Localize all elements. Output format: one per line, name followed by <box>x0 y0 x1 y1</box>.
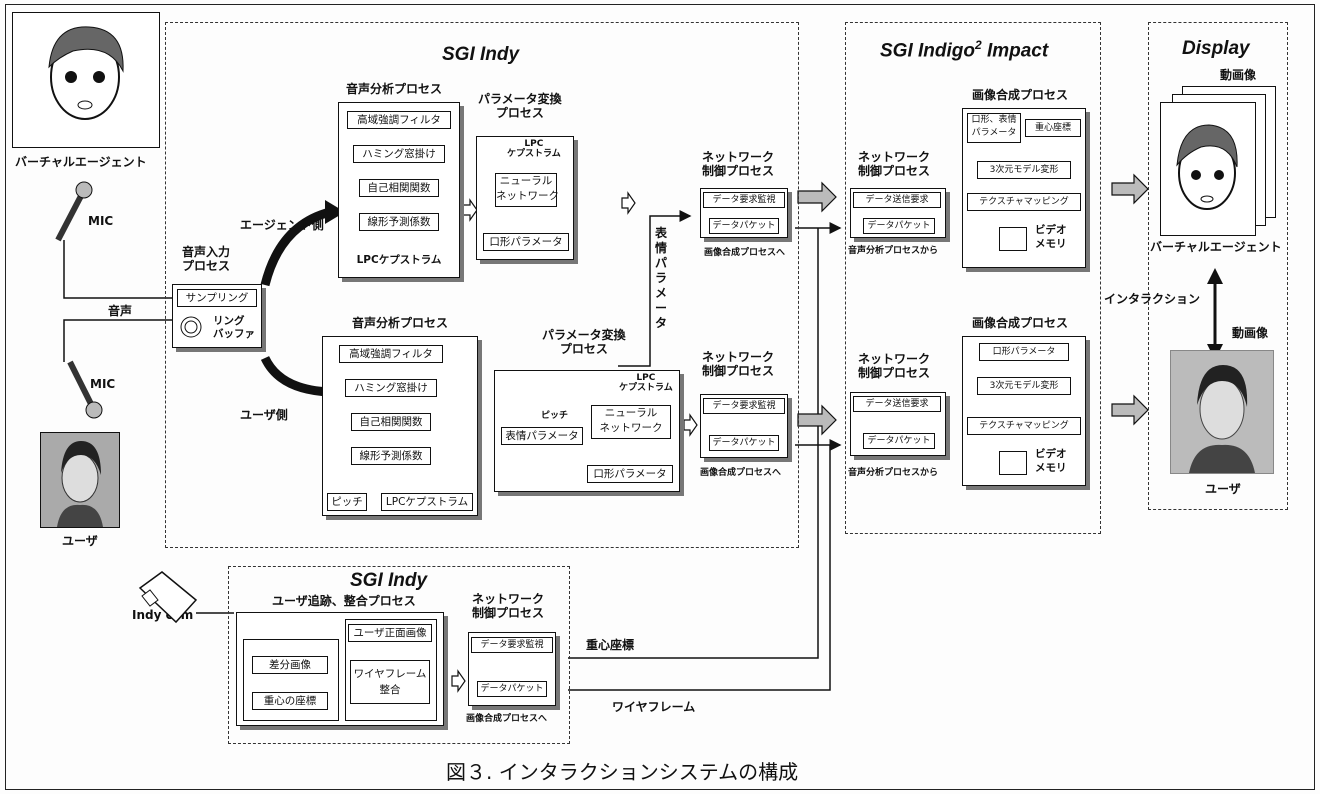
net-ctrl-title-3: ネットワーク 制御プロセス <box>858 150 930 178</box>
front-img-box: ユーザ正面画像 <box>348 624 432 642</box>
param-conv-top-box: LPC ケプストラム ニューラル ネットワーク 口形パラメータ <box>476 136 574 260</box>
user-side-label: ユーザ側 <box>240 408 288 422</box>
net-ctrl-box-3: データ送信要求 データパケット <box>850 188 946 238</box>
model-deform-box-1: 3次元モデル変形 <box>977 161 1071 179</box>
texture-box-1: テクスチャマッピング <box>967 193 1081 211</box>
net-ctrl-title-4: ネットワーク 制御プロセス <box>858 352 930 380</box>
img-synth-box-2: 口形パラメータ 3次元モデル変形 テクスチャマッピング ビデオ メモリ <box>962 336 1086 486</box>
hamming-box-1: ハミング窓掛け <box>353 145 445 163</box>
param-conv-bot-title: パラメータ変換 プロセス <box>542 328 626 356</box>
to-img-label-5: 画像合成プロセスへ <box>466 712 547 726</box>
centroid-line-label: 重心座標 <box>586 638 634 652</box>
texture-box-2: テクスチャマッピング <box>967 417 1081 435</box>
img-synth-box-1: 口形、表情 パラメータ 重心座標 3次元モデル変形 テクスチャマッピング ビデオ… <box>962 108 1086 268</box>
net-ctrl-box-2: データ要求監視 データパケット <box>700 394 788 458</box>
lpc-cep-small-2: LPC ケプストラム <box>619 373 673 393</box>
audio-label: 音声 <box>108 304 132 318</box>
video-label-bottom: 動画像 <box>1232 326 1268 340</box>
lpc-cep-small-1: LPC ケプストラム <box>507 139 561 159</box>
audio-input-box: サンプリング リング バッファ <box>172 284 262 348</box>
mouth-param-box-1: 口形パラメータ <box>483 233 569 251</box>
autocorr-box-1: 自己相関関数 <box>359 179 439 197</box>
net-ctrl-box-5: データ要求監視 データパケット <box>468 632 556 706</box>
hamming-box-2: ハミング窓掛け <box>345 379 437 397</box>
virtual-agent-display-label: バーチャルエージェント <box>1150 240 1282 254</box>
data-req-box-2: データ要求監視 <box>703 398 785 414</box>
speech-analysis-top-box: 高域強調フィルタ ハミング窓掛け 自己相関関数 線形予測係数 LPCケプストラム <box>338 102 460 278</box>
data-send-box-4: データ送信要求 <box>853 396 941 412</box>
from-speech-label-4: 音声分析プロセスから <box>848 466 938 480</box>
net-ctrl-box-1: データ要求監視 データパケット <box>700 188 788 238</box>
data-packet-box-3: データパケット <box>863 218 935 234</box>
mouth-expr-box: 口形、表情 パラメータ <box>967 113 1021 143</box>
mouth-param-box-3: 口形パラメータ <box>979 343 1069 361</box>
hpf-box-2: 高域強調フィルタ <box>339 345 443 363</box>
hpf-box-1: 高域強調フィルタ <box>347 111 451 129</box>
pitch-box: ピッチ <box>327 493 367 511</box>
user-face-display-icon <box>1171 351 1273 473</box>
pitch-small-label: ピッチ <box>541 409 568 423</box>
audio-input-title: 音声入力 プロセス <box>182 245 230 273</box>
front-img-group: ユーザ正面画像 ワイヤフレーム 整合 <box>345 619 437 721</box>
autocorr-box-2: 自己相関関数 <box>351 413 431 431</box>
model-deform-box-2: 3次元モデル変形 <box>977 377 1071 395</box>
tracking-title: ユーザ追跡、整合プロセス <box>272 594 416 608</box>
speech-analysis-bot-title: 音声分析プロセス <box>352 316 448 330</box>
to-img-label-1: 画像合成プロセスへ <box>704 246 785 260</box>
img-synth-title-1: 画像合成プロセス <box>972 88 1068 102</box>
lpc-coef-box-1: 線形予測係数 <box>359 213 439 231</box>
param-conv-bot-box: ピッチ LPC ケプストラム 表情パラメータ ニューラル ネットワーク 口形パラ… <box>494 370 680 492</box>
figure-caption: 図３. インタラクションシステムの構成 <box>446 756 798 785</box>
data-send-box-3: データ送信要求 <box>853 192 941 208</box>
expr-param-vertical: 表 情 パ ラ メ ー タ <box>655 226 667 331</box>
nn-box-1: ニューラル ネットワーク <box>495 173 557 207</box>
nn-box-2: ニューラル ネットワーク <box>591 405 671 439</box>
speech-analysis-top-title: 音声分析プロセス <box>346 82 442 96</box>
wireframe-fit-box: ワイヤフレーム 整合 <box>350 660 430 704</box>
diff-img-group: 差分画像 重心の座標 <box>243 639 339 721</box>
centroid-of-box: 重心の座標 <box>252 692 328 710</box>
net-ctrl-title-2: ネットワーク 制御プロセス <box>702 350 774 378</box>
video-mem-icon-1 <box>999 227 1027 251</box>
interaction-label: インタラクション <box>1104 292 1200 306</box>
agent-side-label: エージェント側 <box>240 218 324 232</box>
data-req-box-1: データ要求監視 <box>703 192 785 208</box>
wireframe-line-label: ワイヤフレーム <box>612 700 695 714</box>
centroid-coord-box: 重心座標 <box>1025 119 1081 137</box>
virtual-agent-display <box>1160 102 1256 236</box>
lpc-cep-box-2: LPCケプストラム <box>381 493 473 511</box>
to-img-label-2: 画像合成プロセスへ <box>700 466 781 480</box>
data-req-box-5: データ要求監視 <box>471 637 553 653</box>
tracking-box: 差分画像 重心の座標 ユーザ正面画像 ワイヤフレーム 整合 <box>236 612 444 726</box>
net-ctrl-box-4: データ送信要求 データパケット <box>850 392 946 456</box>
video-label-top: 動画像 <box>1220 68 1256 82</box>
user-display-photo <box>1170 350 1274 474</box>
ring-buffer-icon <box>179 315 209 345</box>
mouth-param-box-2: 口形パラメータ <box>587 465 673 483</box>
diff-img-box: 差分画像 <box>252 656 328 674</box>
agent-face-display-icon <box>1161 103 1255 235</box>
speech-analysis-bot-box: 高域強調フィルタ ハミング窓掛け 自己相関関数 線形予測係数 ピッチ LPCケプ… <box>322 336 478 516</box>
video-mem-label-2: ビデオ メモリ <box>1035 447 1067 475</box>
from-speech-label-3: 音声分析プロセスから <box>848 244 938 258</box>
param-conv-top-title: パラメータ変換 プロセス <box>478 92 562 120</box>
img-synth-title-2: 画像合成プロセス <box>972 316 1068 330</box>
sampling-box: サンプリング <box>177 289 257 307</box>
user-display-label: ユーザ <box>1205 482 1241 496</box>
lpc-coef-box-2: 線形予測係数 <box>351 447 431 465</box>
video-mem-label-1: ビデオ メモリ <box>1035 223 1067 251</box>
data-packet-box-4: データパケット <box>863 433 935 449</box>
expr-param-box: 表情パラメータ <box>501 427 583 445</box>
data-packet-box-1: データパケット <box>709 218 779 234</box>
video-mem-icon-2 <box>999 451 1027 475</box>
data-packet-box-2: データパケット <box>709 435 779 451</box>
net-ctrl-title-5: ネットワーク 制御プロセス <box>472 592 544 620</box>
ring-buffer-label: リング バッファ <box>213 315 255 341</box>
lpc-cep-label-1: LPCケプストラム <box>345 253 453 267</box>
net-ctrl-title-1: ネットワーク 制御プロセス <box>702 150 774 178</box>
data-packet-box-5: データパケット <box>477 681 547 697</box>
